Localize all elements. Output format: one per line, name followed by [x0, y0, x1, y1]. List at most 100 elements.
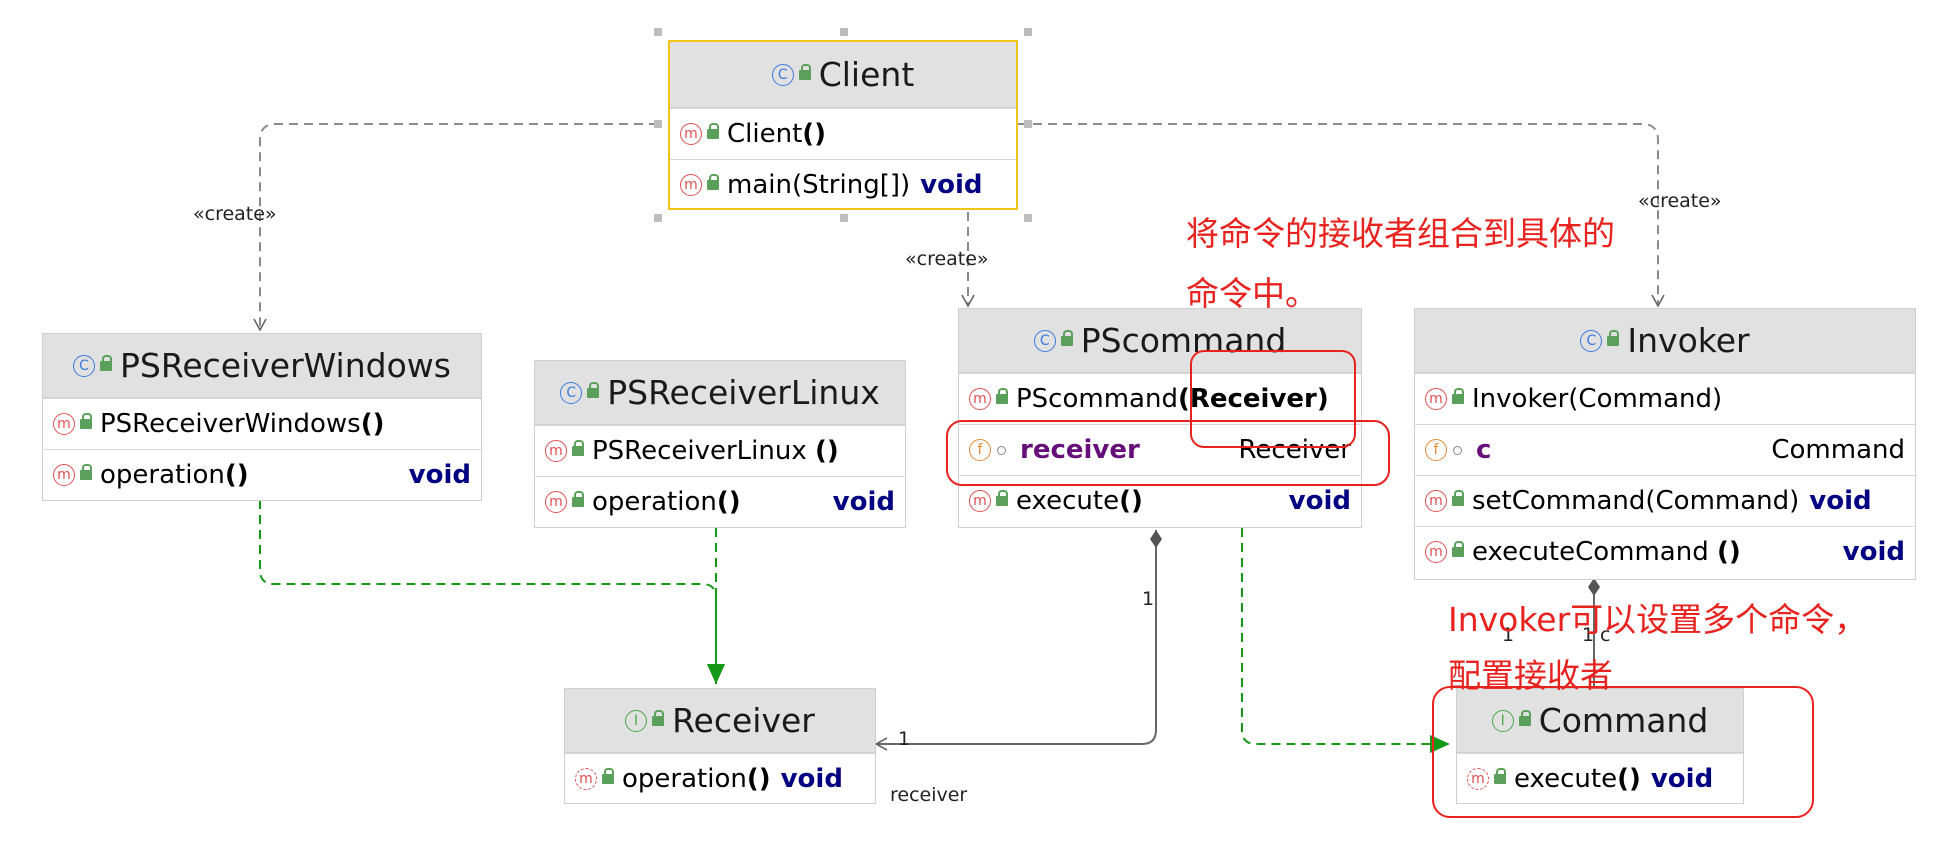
class-icon: C	[771, 63, 794, 86]
selection-handle[interactable]	[654, 28, 662, 36]
receiver-interface[interactable]: I Receiver m operation() void	[564, 688, 876, 804]
composition-edge-receiver[interactable]	[874, 530, 1162, 751]
member-type: void	[408, 460, 471, 490]
ps-receiver-windows-class[interactable]: C PSReceiverWindows m PSReceiverWindows(…	[42, 333, 482, 501]
member-name: operation()	[592, 487, 741, 517]
member-type: Receiver	[1238, 435, 1351, 465]
selection-handle[interactable]	[1024, 28, 1032, 36]
member-row[interactable]: m Client()	[670, 108, 1016, 159]
invoker-class[interactable]: C Invoker m Invoker(Command) f c Command…	[1414, 308, 1916, 580]
class-name: PScommand	[1080, 321, 1287, 360]
member-type: void	[1650, 764, 1714, 794]
public-lock-icon	[798, 63, 811, 80]
member-row[interactable]: m operation() void	[43, 449, 481, 500]
member-name: operation()	[622, 764, 771, 794]
member-name: operation()	[100, 460, 249, 490]
receiver-header: I Receiver	[565, 689, 875, 753]
annotation-composition-line2: 命令中。	[1186, 274, 1318, 313]
role-c-label: c	[1600, 624, 1611, 646]
highlight-constructor-param	[1190, 350, 1356, 448]
public-lock-icon	[572, 491, 584, 507]
create-label-pscommand: «create»	[905, 248, 989, 270]
class-name: PSReceiverLinux	[607, 373, 880, 412]
public-lock-icon	[572, 440, 584, 456]
member-type: void	[832, 487, 895, 517]
member-row[interactable]: m executeCommand () void	[1415, 526, 1915, 577]
member-name: Client()	[727, 119, 827, 149]
public-lock-icon	[100, 354, 113, 371]
client-class[interactable]: C Client m Client() m main(String[]) voi…	[668, 40, 1018, 210]
selection-handle[interactable]	[654, 120, 662, 128]
public-lock-icon	[652, 709, 665, 726]
member-row[interactable]: m PSReceiverWindows()	[43, 398, 481, 449]
pscommand-header: C PScommand	[959, 309, 1361, 373]
member-type: Command	[1771, 435, 1905, 465]
annotation-invoker-line1: Invoker可以设置多个命令，	[1448, 600, 1868, 639]
public-lock-icon	[1494, 768, 1506, 784]
method-icon: m	[680, 123, 702, 145]
create-label-invoker: «create»	[1638, 190, 1722, 212]
abstract-method-icon: m	[575, 768, 597, 790]
command-interface[interactable]: I Command m execute() void	[1456, 688, 1744, 804]
selection-handle[interactable]	[1024, 120, 1032, 128]
ps-receiver-linux-header: C PSReceiverLinux	[535, 361, 905, 425]
implements-edge-pscommand[interactable]	[1241, 528, 1450, 753]
selection-handle[interactable]	[1024, 214, 1032, 222]
method-icon: m	[53, 464, 75, 486]
member-row[interactable]: m PScommand(Receiver)	[959, 373, 1361, 424]
class-name: Command	[1538, 701, 1709, 740]
pscommand-class[interactable]: C PScommand m PScommand(Receiver) f rece…	[958, 308, 1362, 528]
member-row[interactable]: m PSReceiverLinux ()	[535, 425, 905, 476]
member-name: PScommand(Receiver)	[1016, 384, 1329, 414]
abstract-method-icon: m	[1467, 768, 1489, 790]
highlight-command-interface	[1432, 686, 1814, 818]
invoker-header: C Invoker	[1415, 309, 1915, 373]
method-icon: m	[1425, 388, 1447, 410]
public-lock-icon	[707, 123, 719, 139]
member-row[interactable]: m setCommand(Command) void	[1415, 475, 1915, 526]
member-row[interactable]: f receiver Receiver	[959, 424, 1361, 475]
member-row[interactable]: m operation() void	[535, 476, 905, 527]
member-name: main(String[])	[727, 170, 911, 200]
class-name: Receiver	[672, 701, 815, 740]
create-edge-invoker[interactable]	[1018, 123, 1665, 308]
member-name: PSReceiverWindows()	[100, 409, 385, 439]
member-row[interactable]: m execute() void	[1457, 753, 1743, 804]
public-lock-icon	[602, 768, 614, 784]
member-type: void	[1809, 486, 1872, 516]
member-type: void	[1288, 486, 1351, 516]
member-name: Invoker(Command)	[1472, 384, 1723, 414]
annotation-composition-line1: 将命令的接收者组合到具体的	[1186, 214, 1615, 253]
class-name: Client	[818, 55, 915, 94]
member-name: receiver	[1020, 435, 1140, 465]
method-icon: m	[545, 440, 567, 462]
public-lock-icon	[1452, 541, 1464, 557]
class-name: PSReceiverWindows	[120, 346, 451, 385]
field-icon: f	[969, 439, 991, 461]
public-lock-icon	[996, 490, 1008, 506]
command-header: I Command	[1457, 689, 1743, 753]
public-lock-icon	[1060, 329, 1073, 346]
public-lock-icon	[1607, 329, 1620, 346]
selection-handle[interactable]	[840, 214, 848, 222]
public-lock-icon	[707, 174, 719, 190]
highlight-receiver-field	[946, 420, 1390, 486]
member-type: void	[920, 170, 983, 200]
selection-handle[interactable]	[840, 28, 848, 36]
member-row[interactable]: f c Command	[1415, 424, 1915, 475]
member-name: execute()	[1514, 764, 1641, 794]
member-name: executeCommand ()	[1472, 537, 1741, 567]
implements-edge-windows[interactable]	[259, 500, 725, 684]
create-edge-windows[interactable]	[253, 123, 658, 332]
member-row[interactable]: m operation() void	[565, 753, 875, 804]
selection-handle[interactable]	[654, 214, 662, 222]
member-row[interactable]: m Invoker(Command)	[1415, 373, 1915, 424]
member-row[interactable]: m main(String[]) void	[670, 159, 1016, 210]
member-row[interactable]: m execute() void	[959, 475, 1361, 526]
package-private-icon	[997, 445, 1006, 455]
member-type: void	[780, 764, 843, 794]
ps-receiver-linux-class[interactable]: C PSReceiverLinux m PSReceiverLinux () m…	[534, 360, 906, 528]
interface-icon: I	[625, 709, 648, 732]
role-receiver-label: receiver	[890, 784, 968, 806]
